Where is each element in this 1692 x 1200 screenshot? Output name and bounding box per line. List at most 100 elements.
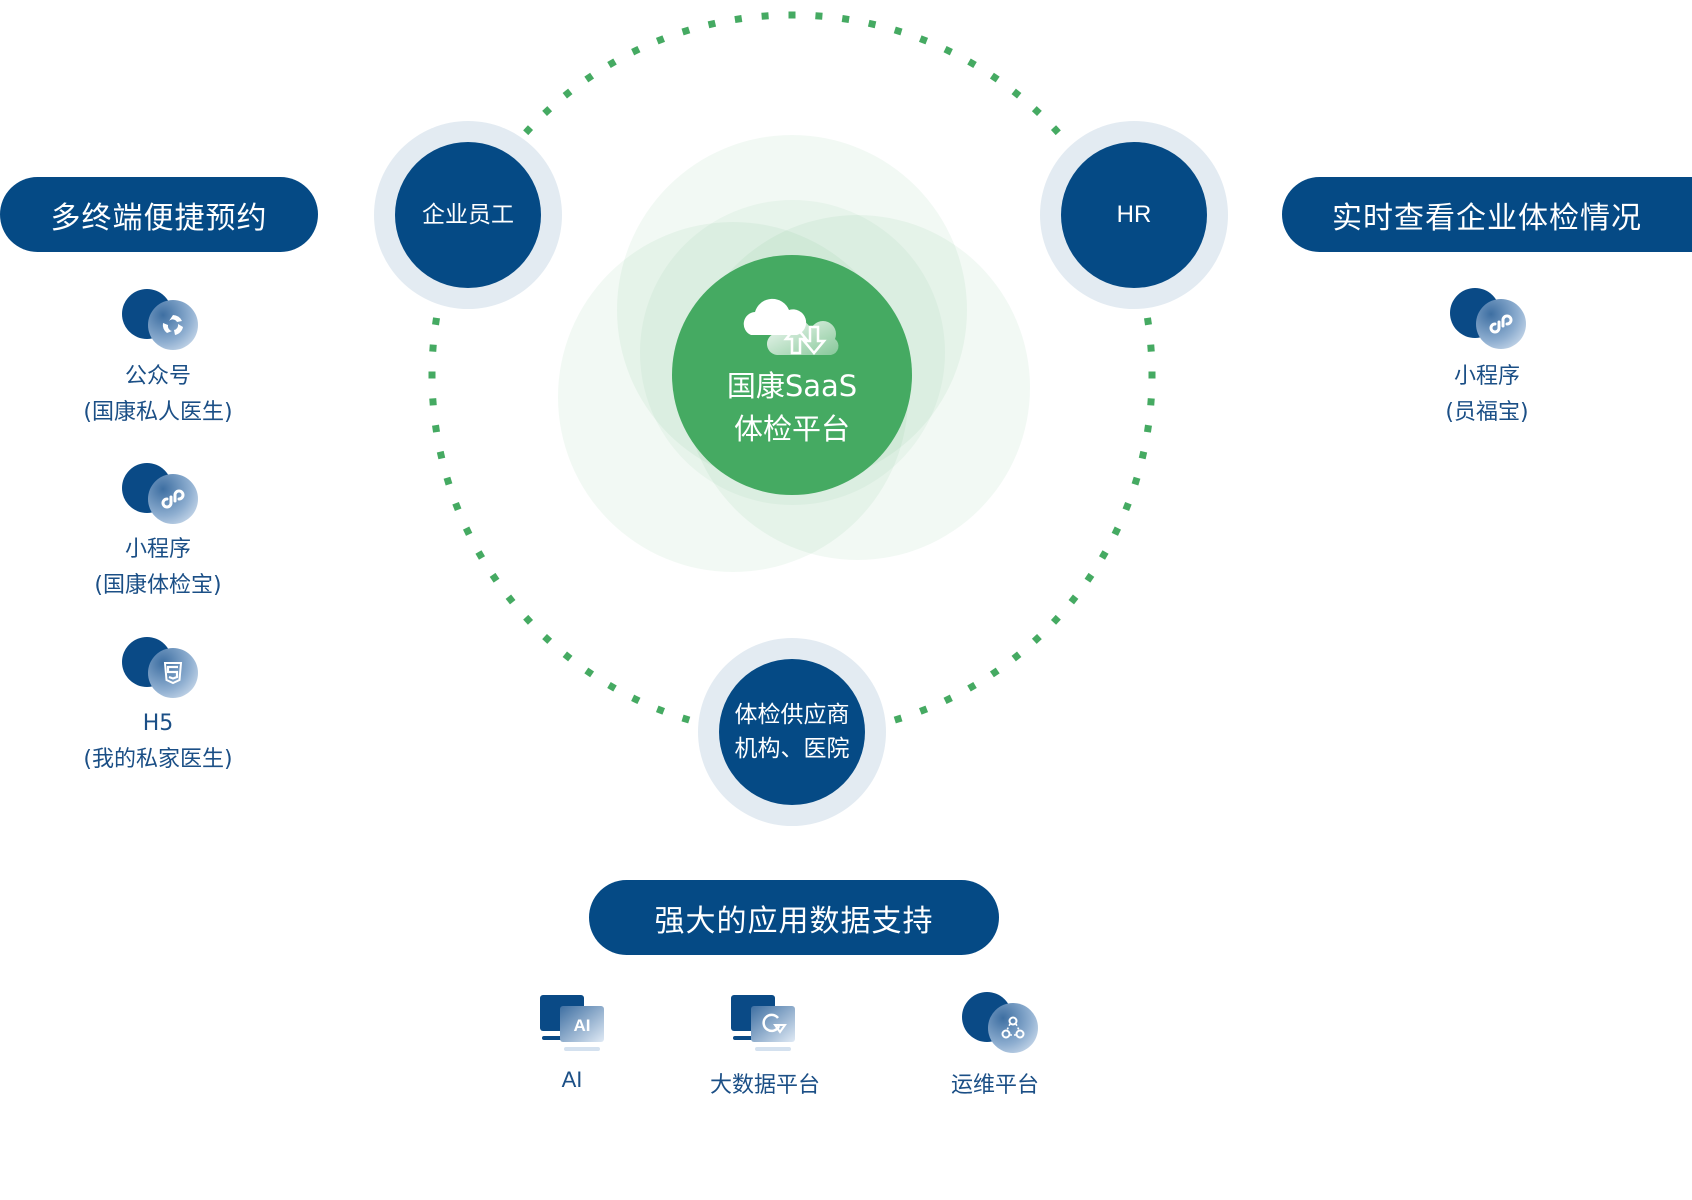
cloud-sync-icon <box>743 298 839 355</box>
ai-badge-text: AI <box>574 1016 591 1035</box>
right-item-0-line1: 小程序 <box>1453 364 1520 389</box>
orbit-dot <box>505 594 516 605</box>
orbit-dot <box>584 667 595 678</box>
right-item-icon-0 <box>1450 288 1530 358</box>
orbit-dot <box>607 58 617 69</box>
ops-platform-icon <box>1001 1016 1025 1039</box>
orbit-dot <box>436 450 446 460</box>
orbit-dot <box>918 35 929 45</box>
orbit-dot <box>1147 398 1155 406</box>
node-employee-label: 企业员工 <box>422 202 514 228</box>
orbit-dot <box>681 714 691 724</box>
orbit-dot <box>429 344 437 352</box>
wechat-official-account-icon <box>162 315 183 335</box>
orbit-dot <box>967 58 977 69</box>
orbit-dot <box>523 125 534 136</box>
orbit-dot <box>841 15 850 24</box>
orbit-dot <box>989 72 1000 83</box>
html5-icon <box>163 662 183 685</box>
ai-monitor-icon[interactable]: AI <box>540 995 612 1055</box>
left-item-1-line1: 小程序 <box>124 537 191 562</box>
orbit-dot <box>452 501 462 512</box>
left-item-2[interactable]: H5 (我的私家医生) <box>48 706 268 778</box>
orbit-dot <box>584 72 595 83</box>
orbit-dot <box>761 12 769 20</box>
orbit-dot <box>562 88 573 99</box>
ops-platform-icon-wrap[interactable] <box>962 992 1042 1062</box>
orbit-dot <box>1011 651 1022 662</box>
orbit-dot <box>1031 106 1042 117</box>
orbit-dot <box>681 26 691 36</box>
orbit-dot <box>893 714 903 724</box>
orbit-dot <box>943 694 953 705</box>
orbit-dot <box>542 106 553 117</box>
left-item-2-line1: H5 <box>142 711 174 736</box>
right-panel-title-text: 实时查看企业体检情况 <box>1332 200 1642 236</box>
orbit-dot <box>1098 550 1109 560</box>
orbit-dot <box>1147 344 1155 352</box>
orbit-dot <box>1011 88 1022 99</box>
saas-platform-hub[interactable]: 国康SaaS 体检平台 <box>672 255 912 495</box>
node-supplier-label-line2: 机构、医院 <box>734 736 850 762</box>
left-panel-title-text: 多终端便捷预约 <box>50 200 268 236</box>
left-item-icon-1 <box>122 463 202 533</box>
orbit-dot <box>1050 125 1061 136</box>
orbit-dot <box>967 681 977 692</box>
orbit-dot <box>893 26 903 36</box>
orbit-dot <box>489 572 500 583</box>
orbit-dot <box>1131 476 1141 486</box>
orbit-dot <box>1068 594 1079 605</box>
mini-program-icon <box>161 489 185 509</box>
left-item-icon-2 <box>122 637 202 707</box>
orbit-dot <box>432 317 441 326</box>
right-panel-title: 实时查看企业体检情况 <box>1282 177 1692 252</box>
orbit-dot <box>523 614 534 625</box>
node-supplier[interactable]: 体检供应商 机构、医院 <box>698 638 886 826</box>
orbit-dot <box>918 705 929 715</box>
left-item-0-line1: 公众号 <box>124 364 191 389</box>
orbit-dot <box>815 12 823 20</box>
left-item-1[interactable]: 小程序 (国康体检宝) <box>48 532 268 604</box>
left-item-0[interactable]: 公众号 (国康私人医生) <box>48 359 268 431</box>
bottom-panel-title: 强大的应用数据支持 <box>589 880 999 955</box>
orbit-dot <box>943 45 953 56</box>
orbit-dot <box>1148 371 1156 379</box>
orbit-dot <box>655 35 666 45</box>
left-item-0-line2: (国康私人医生) <box>83 400 233 425</box>
orbit-dot <box>462 526 473 536</box>
orbit-dot <box>1143 424 1152 433</box>
left-item-2-line2: (我的私家医生) <box>83 747 233 772</box>
right-item-0-line2: (员福宝) <box>1445 400 1529 425</box>
orbit-dot <box>1138 450 1148 460</box>
left-item-icon-0 <box>122 289 202 359</box>
left-panel-title: 多终端便捷预约 <box>0 177 318 252</box>
orbit-dot <box>1050 614 1061 625</box>
orbit-dot <box>542 633 553 644</box>
orbit-dot <box>989 667 1000 678</box>
orbit-dot <box>788 11 796 19</box>
orbit-dot <box>432 424 441 433</box>
orbit-dot <box>475 550 486 560</box>
orbit-dot <box>428 371 436 379</box>
orbit-dot <box>1111 526 1122 536</box>
orbit-dot <box>655 705 666 715</box>
hub-title-line1: 国康SaaS <box>726 369 858 403</box>
hub-title-line2: 体检平台 <box>733 412 850 446</box>
big-data-monitor-icon[interactable] <box>731 995 803 1055</box>
right-item-0[interactable]: 小程序 (员福宝) <box>1377 359 1597 431</box>
orbit-dot <box>867 19 877 29</box>
orbit-dot <box>1084 572 1095 583</box>
orbit-dot <box>1143 317 1152 326</box>
orbit-dot <box>1031 633 1042 644</box>
bottom-item-label-0: AI <box>561 1067 583 1092</box>
left-item-1-line2: (国康体检宝) <box>94 573 222 598</box>
node-hr[interactable]: HR <box>1040 121 1228 309</box>
orbit-dot <box>734 15 743 24</box>
orbit-dot <box>707 19 717 29</box>
orbit-dot <box>443 476 453 486</box>
bottom-item-label-1: 大数据平台 <box>709 1073 820 1098</box>
bottom-item-label-2: 运维平台 <box>950 1073 1039 1098</box>
orbit-dot <box>631 694 641 705</box>
mini-program-icon <box>1489 314 1513 334</box>
node-employee[interactable]: 企业员工 <box>374 121 562 309</box>
